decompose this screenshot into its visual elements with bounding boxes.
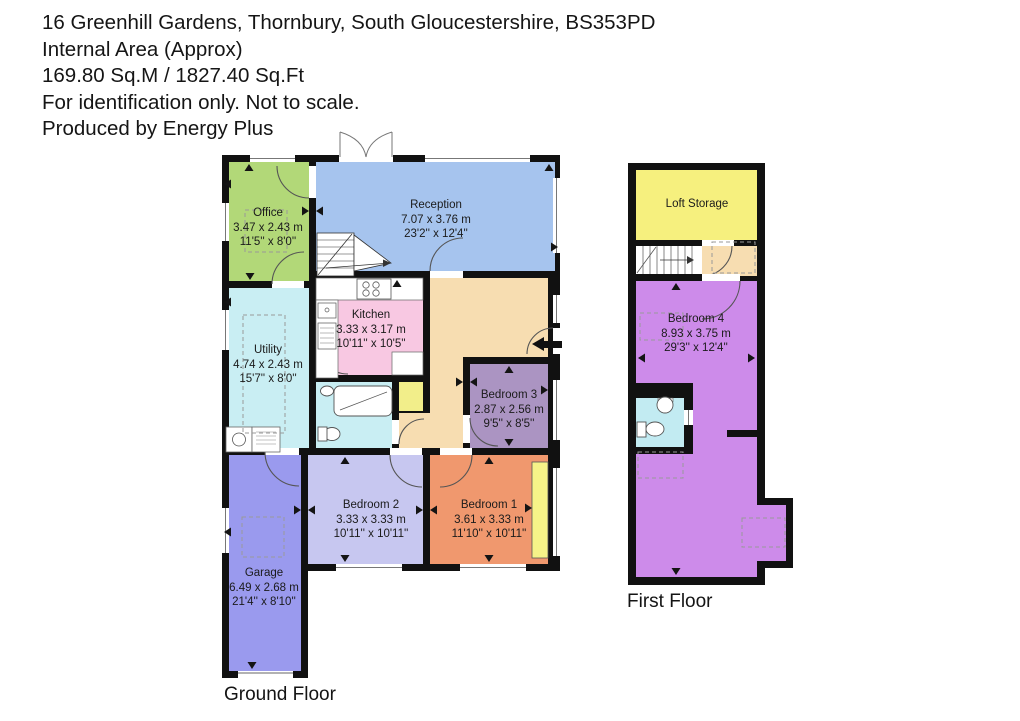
room-name: Kitchen [351, 309, 391, 321]
room-name: Loft Storage [665, 198, 729, 210]
room-name: Bedroom 2 [342, 499, 400, 511]
room-name: Bedroom 3 [480, 389, 538, 401]
room-bedroom2 [308, 455, 423, 564]
sink-icon [317, 302, 337, 319]
washing-machine-icon [225, 426, 253, 453]
dimension-markers-first [638, 283, 755, 575]
built-in-wardrobe [531, 461, 549, 559]
header-producer: Produced by Energy Plus [42, 117, 274, 140]
room-bedroom3 [470, 364, 548, 448]
stairs-icon [636, 246, 702, 274]
room-bedroom4-bay [757, 505, 786, 561]
room-name: Bedroom 1 [460, 499, 518, 511]
room-size-imperial: 10'11'' x 10'11'' [333, 528, 409, 540]
room-name: Garage [244, 567, 284, 579]
room-utility [229, 288, 309, 448]
landing [702, 246, 757, 276]
door-arc [271, 251, 305, 285]
hallway-corridor [430, 278, 463, 448]
room-size-imperial: 10'11'' x 10'5'' [336, 338, 406, 350]
door-arc [701, 280, 741, 320]
hallway-stub [399, 413, 430, 448]
room-size-imperial: 15'7'' x 8'0'' [239, 373, 297, 385]
header-address: 16 Greenhill Gardens, Thornbury, South G… [42, 11, 656, 34]
first-floor-plan [628, 163, 793, 585]
room-size-imperial: 23'2'' x 12'4'' [404, 228, 468, 240]
garage-door-opening [238, 671, 293, 678]
room-office [229, 162, 309, 281]
room-size-metric: 3.33 x 3.33 m [336, 513, 406, 526]
stairs-icon [316, 232, 392, 277]
hob-icon [356, 278, 392, 300]
door-arc [276, 165, 310, 199]
room-size-imperial: 11'10'' x 10'11'' [451, 528, 527, 540]
door-arc [429, 237, 464, 272]
room-size-metric: 3.47 x 2.43 m [233, 221, 303, 234]
room-size-imperial: 21'4'' x 8'10'' [232, 596, 296, 608]
room-garage [229, 455, 301, 671]
dimension-markers-ground [224, 164, 558, 669]
garage-label: Garage 6.49 x 2.68 m 21'4'' x 8'10'' [212, 566, 316, 610]
dishwasher-icon [317, 322, 337, 350]
ground-floor-plan [222, 131, 562, 678]
bedroom1-label: Bedroom 1 3.61 x 3.33 m 11'10'' x 10'11'… [428, 498, 550, 542]
cupboard [399, 382, 423, 411]
first-floor-caption: First Floor [627, 591, 713, 612]
room-size-imperial: 29'3'' x 12'4'' [664, 342, 728, 354]
bathroom-fixtures [317, 385, 393, 442]
reception-label: Reception 7.07 x 3.76 m 23'2'' x 12'4'' [366, 198, 506, 242]
room-name: Office [253, 207, 283, 219]
room-size-metric: 2.87 x 2.56 m [474, 403, 544, 416]
room-name: Reception [410, 199, 462, 211]
room-loft-storage [636, 170, 757, 240]
header-internal-area: Internal Area (Approx) [42, 37, 243, 61]
room-size-imperial: 9'5'' x 8'5'' [483, 418, 535, 430]
room-size-metric: 4.74 x 2.43 m [233, 358, 303, 371]
windows-ground [222, 155, 560, 571]
utility-appliances [225, 426, 281, 453]
kitchen-label: Kitchen 3.33 x 3.17 m 10'11'' x 10'5'' [310, 308, 432, 352]
bedroom2-label: Bedroom 2 3.33 x 3.33 m 10'11'' x 10'11'… [310, 498, 432, 542]
utility-counter-icon [251, 426, 281, 453]
door-arc [526, 327, 554, 355]
header-disclaimer: For identification only. Not to scale. [42, 90, 360, 114]
ground-floor-caption: Ground Floor [224, 684, 336, 705]
room-size-imperial: 11'5'' x 8'0'' [239, 236, 297, 248]
toilet-icon [645, 421, 665, 437]
entrance-arrow-icon [532, 337, 562, 351]
room-size-metric: 7.07 x 3.76 m [401, 213, 471, 226]
room-size-metric: 3.33 x 3.17 m [336, 323, 406, 336]
dashed-outlines-first [637, 312, 786, 548]
room-name: Bedroom 4 [667, 313, 725, 325]
room-name: Utility [253, 344, 283, 356]
french-doors-icon [339, 131, 393, 162]
header-area-values: 169.80 Sq.M / 1827.40 Sq.Ft [42, 64, 305, 87]
landing-dashed-outline [711, 241, 756, 274]
room-size-metric: 6.49 x 2.68 m [229, 581, 299, 594]
header-block: 16 Greenhill Gardens, Thornbury, South G… [42, 10, 655, 143]
loft-storage-label: Loft Storage [637, 197, 757, 212]
sink-icon [656, 396, 674, 414]
door-arc [389, 454, 423, 488]
sink-icon [320, 385, 334, 397]
door-arc [439, 454, 473, 488]
room-size-metric: 8.93 x 3.75 m [661, 327, 731, 340]
utility-label: Utility 4.74 x 2.43 m 15'7'' x 8'0'' [222, 343, 314, 387]
bedroom3-label: Bedroom 3 2.87 x 2.56 m 9'5'' x 8'5'' [458, 388, 560, 432]
first-floor-bathroom [636, 383, 693, 454]
dashed-outlines-ground [241, 209, 288, 558]
bedroom4-label: Bedroom 4 8.93 x 3.75 m 29'3'' x 12'4'' [634, 312, 758, 356]
kitchen-appliance-icon [391, 351, 424, 376]
room-size-metric: 3.61 x 3.33 m [454, 513, 524, 526]
wall-stub [727, 430, 765, 437]
office-label: Office 3.47 x 2.43 m 11'5'' x 8'0'' [224, 206, 312, 250]
door-arc [398, 418, 425, 445]
door-arc [264, 451, 300, 487]
door-arc [469, 417, 499, 447]
